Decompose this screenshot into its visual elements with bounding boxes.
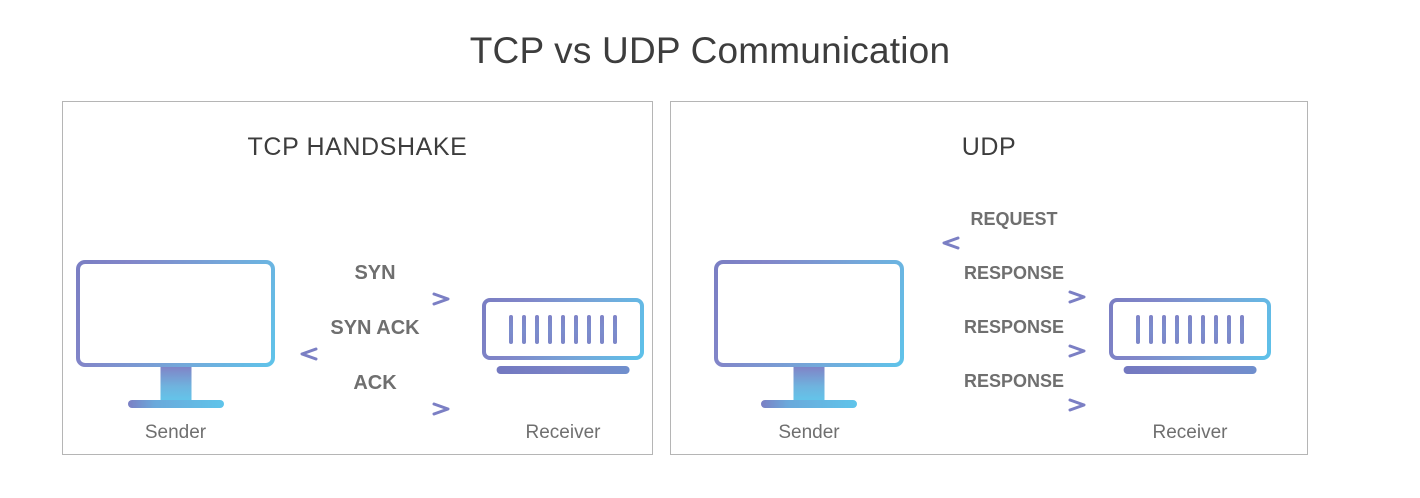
panel-udp: UDP Sender Receiver REQUEST xyxy=(670,101,1308,455)
udp-label-response-1: RESPONSE xyxy=(963,263,1065,283)
udp-receiver-server-icon xyxy=(1109,298,1271,378)
server-box xyxy=(482,298,644,360)
tcp-label-ack: ACK xyxy=(353,372,397,394)
monitor-screen xyxy=(714,260,904,367)
udp-label-request: REQUEST xyxy=(970,209,1058,229)
monitor-base xyxy=(127,400,224,408)
tcp-arrow-syn-right xyxy=(301,292,450,306)
monitor-screen xyxy=(76,260,275,367)
udp-sender-label: Sender xyxy=(778,422,840,443)
tcp-sender-label: Sender xyxy=(144,422,207,443)
tcp-receiver-label: Receiver xyxy=(525,422,601,443)
server-stand xyxy=(496,366,630,374)
monitor-neck xyxy=(793,367,825,402)
udp-arrow-request-left xyxy=(942,236,1085,250)
udp-label-response-3: RESPONSE xyxy=(963,371,1065,391)
tcp-label-syn: SYN xyxy=(354,262,396,284)
udp-sender-monitor-icon xyxy=(714,260,904,408)
udp-receiver-label: Receiver xyxy=(1152,422,1228,443)
udp-arrow-response-3-right xyxy=(943,398,1086,412)
tcp-arrow-ack-right xyxy=(301,402,450,416)
monitor-neck xyxy=(160,367,191,402)
server-box xyxy=(1109,298,1271,360)
panel-title-tcp: TCP HANDSHAKE xyxy=(247,133,468,161)
panel-tcp-handshake: TCP HANDSHAKE Sender Receiver SYN xyxy=(62,101,653,455)
tcp-receiver-server-icon xyxy=(482,298,644,378)
tcp-arrow-synack-left xyxy=(300,347,449,361)
tcp-label-synack: SYN ACK xyxy=(330,317,420,339)
server-bars xyxy=(1113,302,1267,356)
monitor-base xyxy=(761,400,857,408)
udp-arrow-response-2-right xyxy=(943,344,1086,358)
server-stand xyxy=(1123,366,1257,374)
udp-arrow-response-1-right xyxy=(943,290,1086,304)
tcp-sender-monitor-icon xyxy=(76,260,275,408)
page-title: TCP vs UDP Communication xyxy=(469,30,951,71)
udp-label-response-2: RESPONSE xyxy=(963,317,1065,337)
server-bars xyxy=(486,302,640,356)
panel-title-udp: UDP xyxy=(961,133,1017,161)
